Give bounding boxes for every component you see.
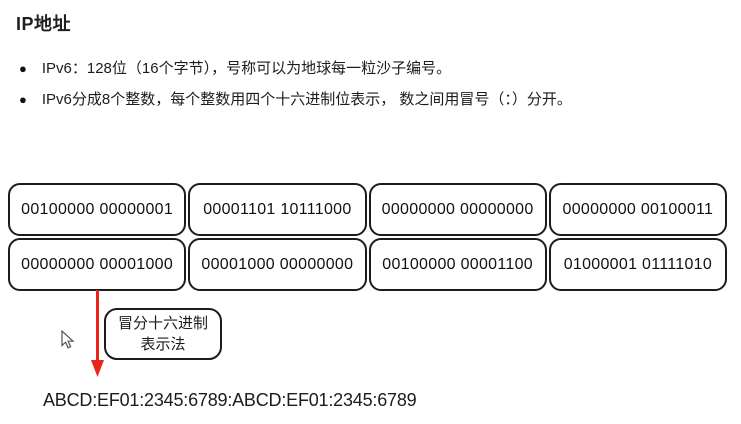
annotation-label-line1: 冒分十六进制 (117, 315, 208, 332)
bullet-icon: ● (19, 61, 27, 76)
annotation-label: 冒分十六进制 表示法 (104, 308, 222, 360)
bullet-text: IPv6：128位（16个字节），号称可以为地球每一粒沙子编号。 (41, 60, 452, 77)
binary-grid: 00100000 00000001 00001101 10111000 0000… (8, 183, 727, 291)
down-arrow-icon (91, 290, 104, 377)
binary-cell: 00100000 00000001 (8, 183, 187, 236)
annotation-label-line2: 表示法 (140, 336, 186, 353)
binary-cell: 01000001 01111010 (548, 238, 727, 291)
binary-cell: 00000000 00100011 (548, 183, 727, 236)
result-text: ABCD:EF01:2345:6789:ABCD:EF01:2345:6789 (43, 390, 417, 410)
list-item: ● IPv6分成8个整数，每个整数用四个十六进制位表示， 数之间用冒号（：）分开… (19, 90, 572, 109)
mouse-cursor-icon (61, 330, 75, 349)
bullet-list: ● IPv6：128位（16个字节），号称可以为地球每一粒沙子编号。 ● IPv… (19, 59, 572, 121)
binary-cell: 00000000 00000000 (368, 183, 547, 236)
list-item: ● IPv6：128位（16个字节），号称可以为地球每一粒沙子编号。 (19, 59, 572, 78)
page-title: IP地址 (16, 14, 72, 34)
bullet-icon: ● (19, 92, 27, 107)
bullet-text: IPv6分成8个整数，每个整数用四个十六进制位表示， 数之间用冒号（：）分开。 (41, 91, 572, 108)
binary-cell: 00100000 00001100 (368, 238, 547, 291)
binary-cell: 00001000 00000000 (188, 238, 367, 291)
arrow-head (91, 360, 104, 377)
binary-cell: 00000000 00001000 (8, 238, 187, 291)
binary-cell: 00001101 10111000 (188, 183, 367, 236)
